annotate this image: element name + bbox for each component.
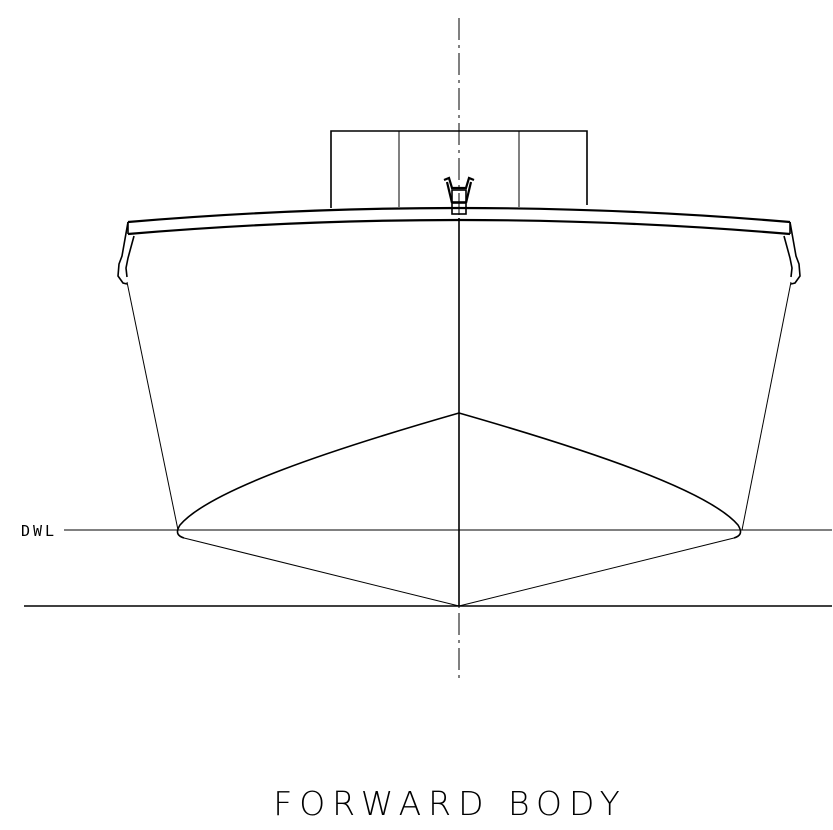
deckhouse [330, 130, 588, 208]
bottom-line-port [183, 537, 460, 607]
bottom-line-starboard [458, 537, 735, 607]
port-hull-side [117, 221, 179, 531]
chine-section-port [176, 412, 460, 539]
bow-light-icon [443, 176, 475, 215]
chine-section-starboard [458, 412, 742, 539]
view-title: FORWARD BODY [273, 784, 627, 823]
waterline-label: DWL [21, 522, 57, 540]
starboard-hull-side [741, 221, 801, 531]
